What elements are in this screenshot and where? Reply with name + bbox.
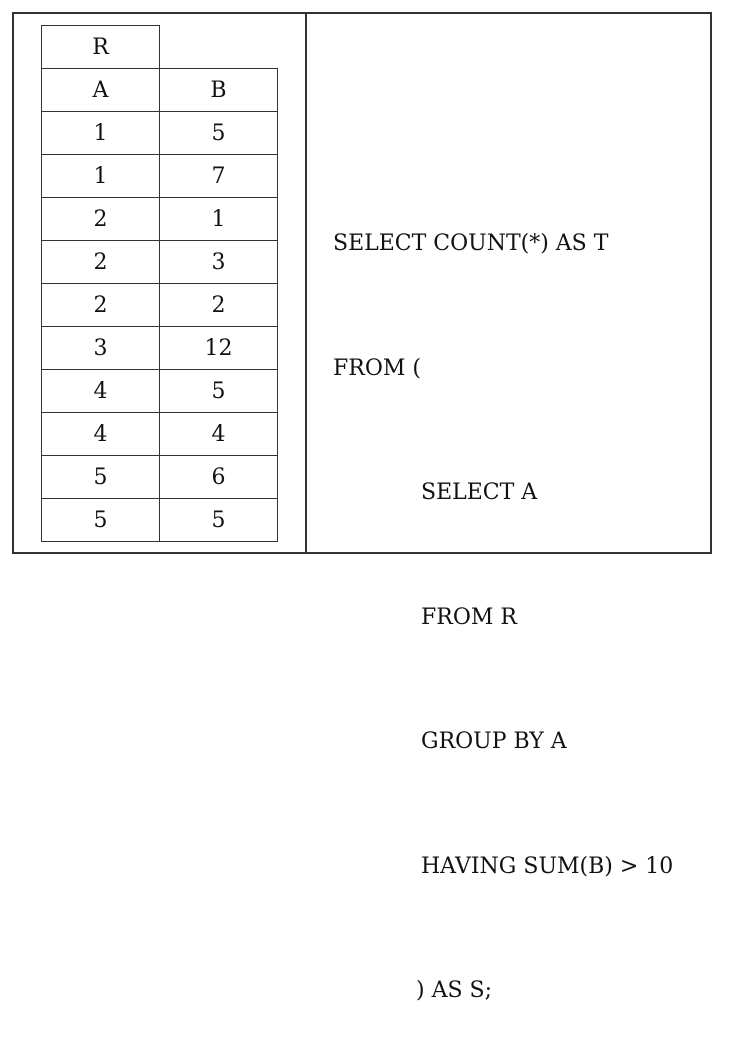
table-row: 3 12 xyxy=(41,326,278,370)
query-line-from: FROM ( xyxy=(333,355,421,381)
cell-b: 5 xyxy=(159,111,278,155)
table-row: 1 5 xyxy=(41,111,278,155)
outer-frame xyxy=(12,12,712,554)
table-row: 4 5 xyxy=(41,369,278,413)
query-line-alias: ) AS S; xyxy=(416,978,493,1003)
cell-a: 1 xyxy=(41,154,160,198)
cell-a: 5 xyxy=(41,455,160,499)
cell-b: 5 xyxy=(159,498,278,542)
cell-b: 4 xyxy=(159,412,278,456)
cell-a: 1 xyxy=(41,111,160,155)
cell-a: 5 xyxy=(41,498,160,542)
cell-a: 3 xyxy=(41,326,160,370)
query-line-select: SELECT COUNT(*) AS T xyxy=(333,231,609,256)
cell-b: 6 xyxy=(159,455,278,499)
cell-b: 12 xyxy=(159,326,278,370)
table-row: 5 5 xyxy=(41,498,278,542)
relation-name: R xyxy=(41,25,160,69)
query-line-having: HAVING SUM(B) > 10 xyxy=(421,853,674,879)
column-header-a: A xyxy=(41,68,160,112)
table-row: 4 4 xyxy=(41,412,278,456)
cell-b: 5 xyxy=(159,369,278,413)
cell-a: 2 xyxy=(41,283,160,327)
cell-b: 2 xyxy=(159,283,278,327)
cell-a: 4 xyxy=(41,369,160,413)
cell-a: 4 xyxy=(41,412,160,456)
cell-a: 2 xyxy=(41,197,160,241)
column-header-b: B xyxy=(159,68,278,112)
query-line-subselect: SELECT A xyxy=(421,480,538,505)
cell-b: 7 xyxy=(159,154,278,198)
table-row: 1 7 xyxy=(41,154,278,198)
table-header-row: A B xyxy=(41,68,278,112)
table-row: 2 2 xyxy=(41,283,278,327)
cell-a: 2 xyxy=(41,240,160,284)
table-row: 5 6 xyxy=(41,455,278,499)
query-line-groupby: GROUP BY A xyxy=(421,729,567,754)
table-row: 2 1 xyxy=(41,197,278,241)
column-divider xyxy=(305,12,307,554)
table-row: 2 3 xyxy=(41,240,278,284)
query-line-subfrom: FROM R xyxy=(421,604,517,630)
sql-query: SELECT COUNT(*) AS T FROM ( SELECT A FRO… xyxy=(333,140,673,1053)
relation-table: A B 1 5 1 7 2 1 2 3 2 2 3 12 4 5 xyxy=(41,68,278,542)
cell-b: 1 xyxy=(159,197,278,241)
cell-b: 3 xyxy=(159,240,278,284)
